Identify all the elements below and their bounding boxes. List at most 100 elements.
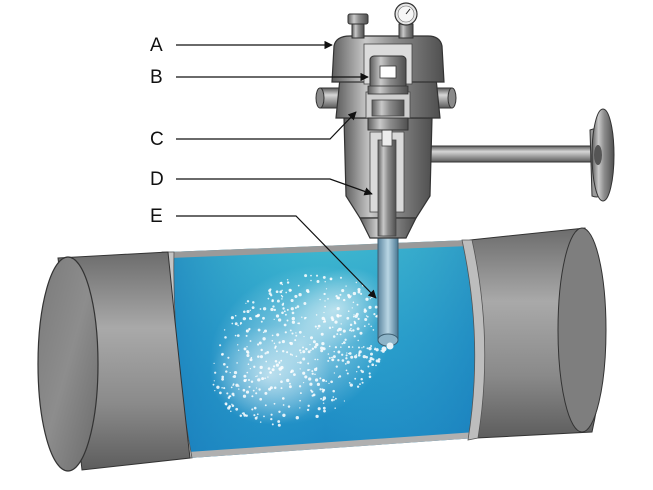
spray-droplet (226, 365, 229, 369)
spray-droplet (307, 350, 311, 354)
spray-droplet (256, 413, 259, 416)
spray-droplet (338, 327, 341, 330)
spray-droplet (365, 355, 368, 359)
spray-droplet (280, 359, 283, 362)
spray-droplet (352, 315, 355, 318)
spray-droplet (339, 293, 342, 296)
spray-droplet (359, 383, 361, 386)
spray-droplet (353, 314, 355, 316)
spray-droplet (282, 350, 285, 353)
spray-droplet (347, 310, 350, 312)
spray-droplet (281, 289, 283, 292)
spray-droplet (276, 333, 280, 337)
spray-droplet (271, 368, 275, 372)
spray-droplet (255, 375, 257, 378)
spray-droplet (230, 386, 233, 389)
spray-droplet (276, 350, 278, 353)
spray-droplet (246, 309, 250, 314)
spray-droplet (341, 353, 344, 356)
spray-droplet (243, 310, 246, 313)
spray-droplet (314, 325, 317, 328)
spray-droplet (342, 341, 346, 344)
spray-droplet (307, 369, 310, 372)
spray-droplet (298, 385, 302, 388)
spray-droplet (291, 316, 295, 321)
spray-droplet (300, 351, 302, 354)
spray-droplet (273, 402, 276, 405)
spray-droplet (251, 395, 254, 398)
callout-e-label: E (150, 206, 163, 227)
spray-droplet (275, 314, 280, 318)
spray-droplet (350, 355, 354, 359)
spray-droplet (314, 358, 317, 361)
spray-droplet (282, 404, 285, 406)
callout-d: D (150, 169, 373, 196)
spray-droplet (255, 387, 258, 389)
spray-droplet (340, 346, 342, 348)
spray-droplet (291, 332, 294, 335)
spray-droplet (333, 350, 335, 353)
spray-droplet (281, 303, 284, 306)
spray-droplet (320, 397, 323, 400)
spray-droplet (243, 379, 246, 382)
spray-droplet (355, 312, 359, 316)
spray-droplet (351, 346, 354, 348)
spray-droplet (242, 388, 246, 392)
spray-droplet (235, 407, 239, 411)
bleed-valve (347, 13, 369, 39)
spray-droplet (249, 367, 252, 370)
spray-droplet (375, 364, 377, 367)
spray-droplet (258, 341, 262, 345)
spray-droplet (321, 390, 325, 393)
spray-droplet (289, 329, 292, 332)
spray-droplet (377, 360, 381, 363)
spray-droplet (329, 277, 333, 281)
probe-tube (377, 231, 399, 352)
spray-droplet (299, 368, 301, 370)
spray-droplet (328, 345, 331, 348)
spray-droplet (235, 383, 239, 387)
spray-droplet (281, 295, 284, 298)
spray-droplet (361, 381, 364, 384)
spray-droplet (355, 354, 358, 356)
spray-droplet (321, 341, 325, 346)
spray-droplet (324, 281, 326, 283)
spray-droplet (299, 399, 301, 402)
spray-droplet (233, 375, 237, 378)
spray-droplet (261, 377, 265, 381)
spray-droplet (334, 320, 338, 324)
spray-droplet (259, 365, 263, 370)
spray-droplet (255, 392, 258, 395)
spray-droplet (227, 356, 230, 359)
spray-droplet (275, 290, 279, 294)
spray-droplet (281, 397, 285, 400)
spray-droplet (267, 297, 270, 300)
spray-droplet (354, 377, 357, 380)
spray-droplet (251, 306, 255, 310)
spray-droplet (284, 313, 287, 316)
spray-droplet (302, 381, 305, 384)
spray-droplet (245, 329, 249, 333)
spray-droplet (263, 415, 265, 418)
spray-droplet (281, 311, 284, 315)
spray-droplet (337, 376, 340, 378)
callout-c-label: C (150, 129, 164, 150)
spray-droplet (336, 306, 340, 311)
spray-droplet (344, 363, 347, 365)
mounting-rod (417, 108, 615, 202)
spray-droplet (315, 314, 318, 316)
spray-droplet (308, 377, 312, 381)
spray-droplet (291, 311, 295, 315)
spray-droplet (317, 324, 321, 328)
spray-droplet (252, 301, 255, 304)
spray-droplet (350, 327, 352, 330)
spray-droplet (238, 388, 240, 390)
spray-droplet (333, 372, 336, 374)
spray-droplet (231, 403, 233, 406)
pipe (37, 227, 607, 472)
spray-droplet (339, 314, 342, 317)
spray-droplet (214, 371, 217, 374)
spray-droplet (259, 397, 263, 401)
spray-droplet (371, 363, 375, 367)
